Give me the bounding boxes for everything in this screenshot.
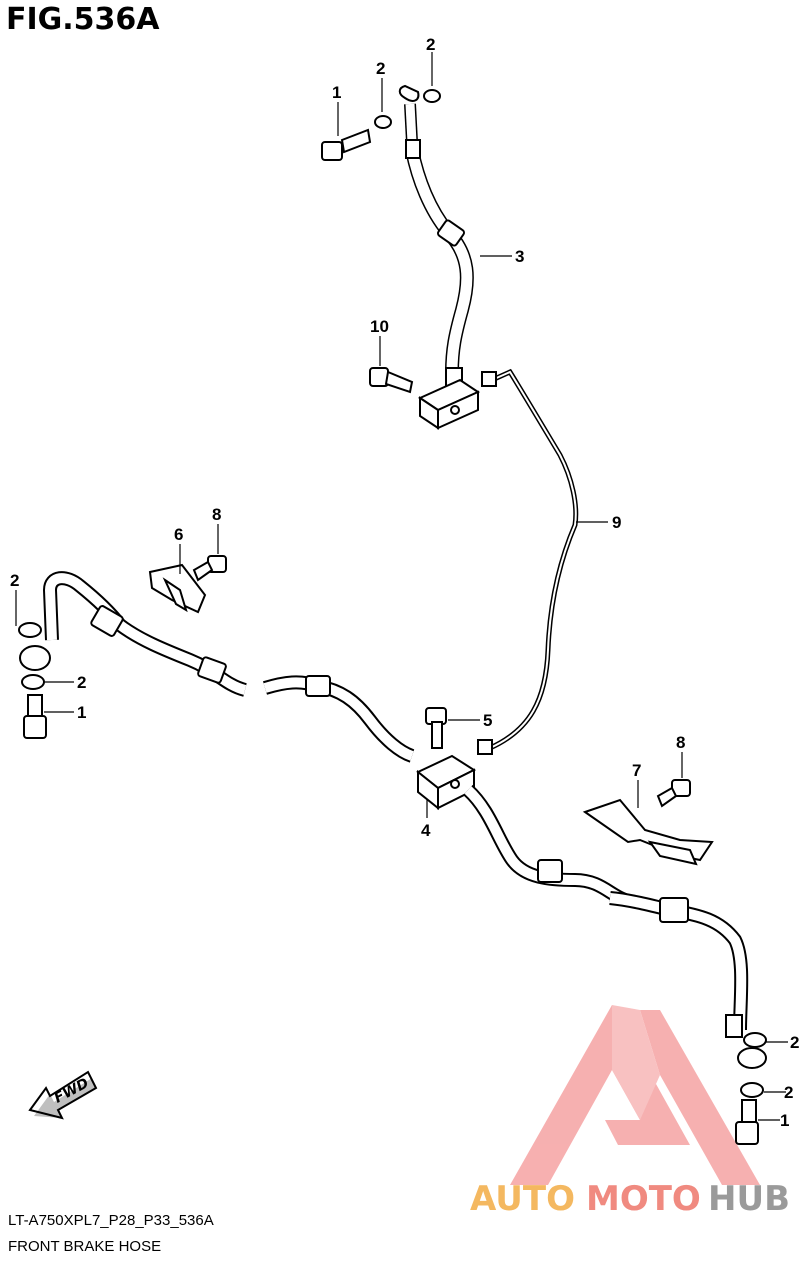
washer-left-1-icon — [18, 622, 42, 638]
bolt-5-icon — [425, 707, 447, 749]
banjo-fitting-right-icon — [737, 1047, 767, 1069]
callout-5: 5 — [483, 711, 492, 730]
figure-description: FRONT BRAKE HOSE — [8, 1238, 162, 1255]
banjo-bolt-top-icon — [321, 128, 372, 161]
callout-2d: 2 — [77, 673, 86, 692]
svg-text:MOTO: MOTO — [586, 1179, 701, 1219]
callout-1a: 1 — [332, 83, 341, 102]
washer-right-2-icon — [740, 1082, 764, 1098]
callout-2c: 2 — [10, 571, 19, 590]
callout-7: 7 — [632, 761, 641, 780]
callout-3: 3 — [515, 247, 524, 266]
upper-junction-block — [417, 378, 481, 430]
svg-text:AUTO: AUTO — [470, 1179, 575, 1219]
banjo-bolt-left-icon — [23, 694, 47, 739]
leader-lines — [15, 52, 788, 1121]
callout-8a: 8 — [212, 505, 221, 524]
callout-1c: 1 — [780, 1111, 789, 1130]
bolt-10-icon — [369, 367, 414, 394]
washer-left-2-icon — [21, 674, 45, 690]
callout-2f: 2 — [784, 1083, 793, 1102]
upper-brake-hose — [398, 84, 474, 387]
right-brake-hose — [463, 784, 749, 1038]
bolt-8-left-icon — [192, 555, 227, 582]
pipe-nut-bottom-icon — [477, 739, 493, 755]
callout-8b: 8 — [676, 733, 685, 752]
washer-top-2-icon — [423, 89, 441, 103]
figure-title: FIG.536A — [6, 2, 160, 37]
washer-top-1-icon — [374, 115, 392, 129]
callout-10: 10 — [370, 317, 389, 336]
clamp-7-icon — [582, 798, 714, 866]
clamp-6-icon — [148, 563, 207, 614]
watermark-text: AUTO MOTO HUB — [470, 1179, 790, 1219]
callout-2a: 2 — [376, 59, 385, 78]
callout-4: 4 — [421, 821, 431, 840]
callout-labels: 1 2 2 3 10 9 6 8 2 2 1 5 4 7 8 2 2 1 — [10, 35, 799, 1130]
banjo-bolt-right-icon — [735, 1099, 759, 1145]
watermark-logo-icon — [510, 1005, 760, 1185]
callout-2b: 2 — [426, 35, 435, 54]
pipe-nut-top-icon — [481, 371, 497, 387]
left-brake-hose — [42, 571, 415, 763]
figure-code: LT-A750XPL7_P28_P33_536A — [8, 1212, 214, 1229]
fwd-arrow-icon: FWD — [28, 1070, 98, 1120]
callout-6: 6 — [174, 525, 183, 544]
callout-9: 9 — [612, 513, 621, 532]
banjo-fitting-left-icon — [19, 645, 51, 671]
washer-right-1-icon — [743, 1032, 767, 1048]
svg-text:HUB: HUB — [708, 1179, 790, 1219]
callout-2e: 2 — [790, 1033, 799, 1052]
bolt-8-right-icon — [656, 779, 691, 808]
callout-1b: 1 — [77, 703, 86, 722]
